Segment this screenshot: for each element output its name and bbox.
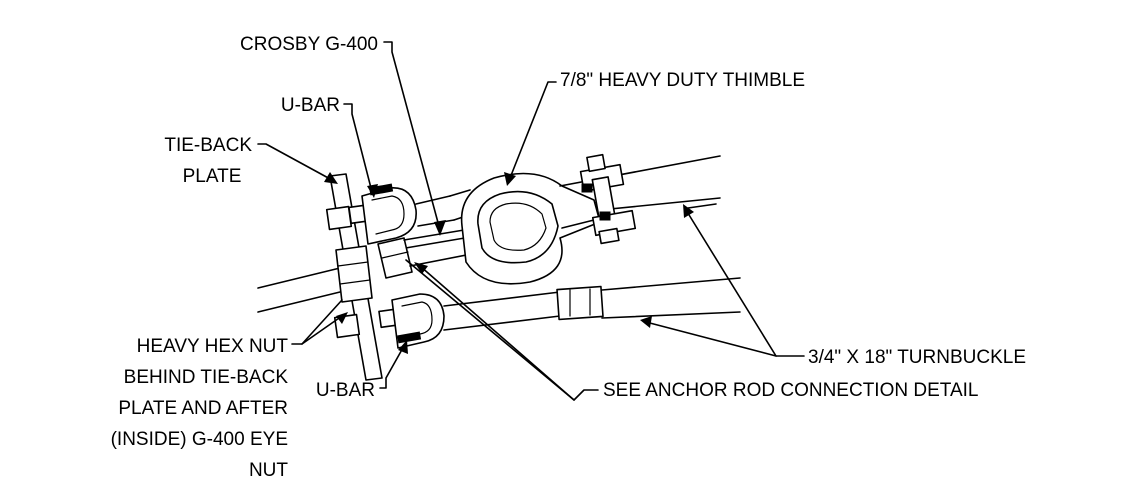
label-heavy-duty-thimble: 7/8" HEAVY DUTY THIMBLE [560, 70, 805, 91]
label-anchor-rod-detail: SEE ANCHOR ROD CONNECTION DETAIL [603, 380, 978, 401]
label-hex-nut-line2: BEHIND TIE-BACK [124, 367, 289, 388]
label-u-bar-bottom: U-BAR [316, 380, 375, 401]
label-turnbuckle: 3/4" X 18" TURNBUCKLE [808, 347, 1026, 368]
leader-lines [257, 41, 805, 401]
heavy-hex-nut [335, 245, 373, 303]
label-hex-nut-line5: NUT [249, 460, 288, 481]
wire-rope-clip [579, 153, 637, 245]
label-tie-back-line2: PLATE [183, 166, 242, 187]
label-hex-nut-line4: (INSIDE) G-400 EYE [111, 429, 288, 450]
heavy-duty-thimble [460, 172, 601, 285]
label-u-bar-top: U-BAR [281, 95, 340, 116]
u-bar-top [361, 183, 455, 245]
label-hex-nut-line1: HEAVY HEX NUT [137, 336, 289, 357]
u-bar-bottom [391, 291, 561, 349]
label-crosby-g400: CROSBY G-400 [240, 34, 378, 55]
g400-eye-nut [377, 237, 413, 279]
label-tie-back-line1: TIE-BACK [164, 135, 252, 156]
label-hex-nut-line3: PLATE AND AFTER [118, 398, 288, 419]
turnbuckle-lower [556, 277, 741, 321]
